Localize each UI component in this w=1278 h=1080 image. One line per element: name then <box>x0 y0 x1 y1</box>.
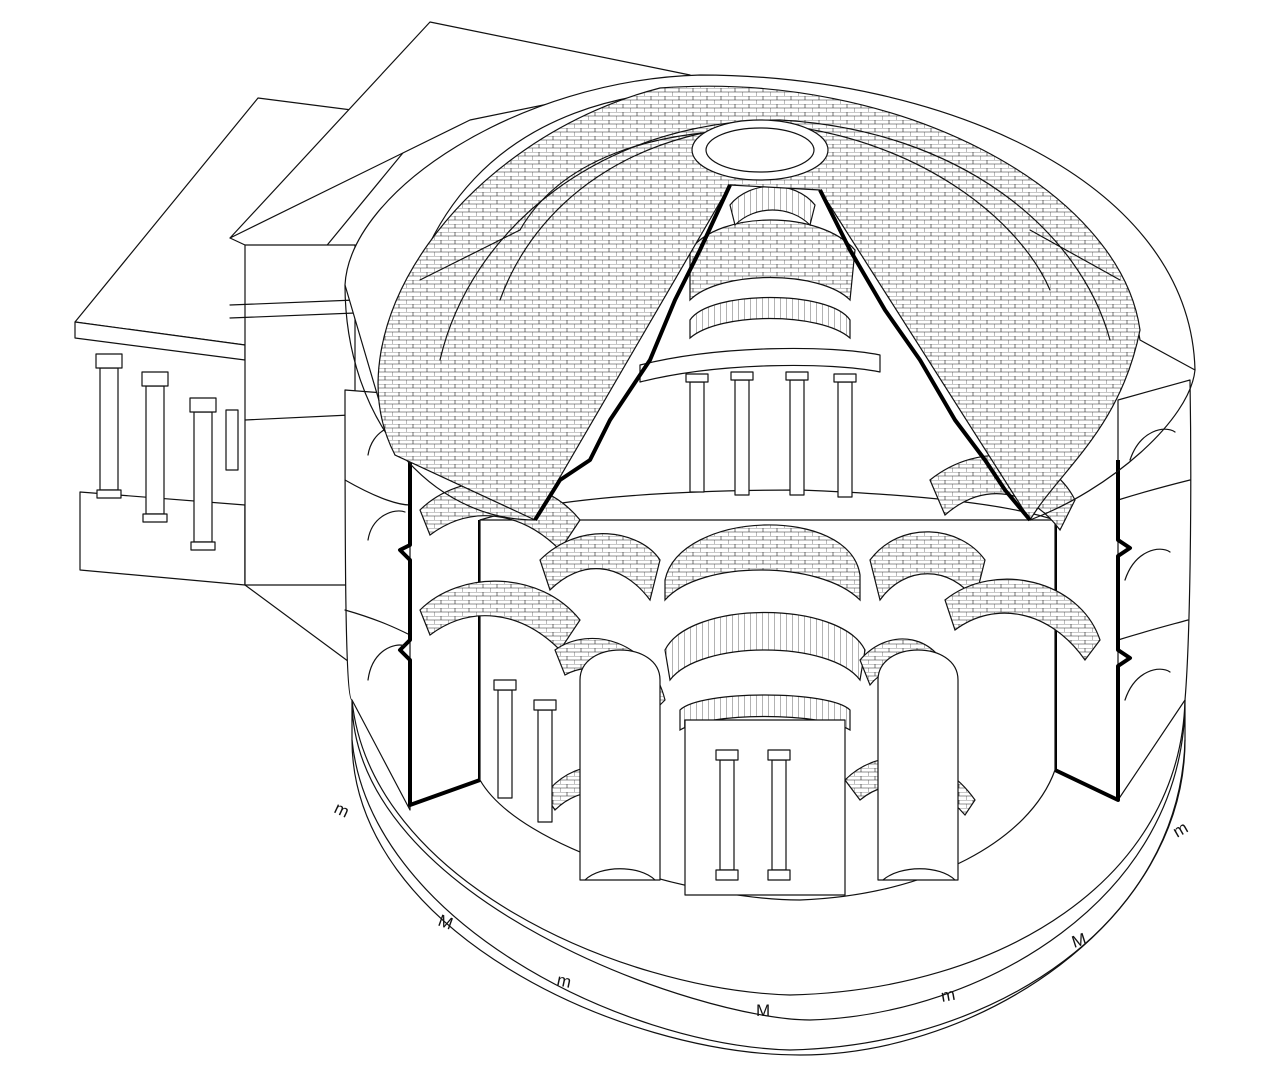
label-M: M <box>1069 929 1088 951</box>
dome <box>344 74 1196 522</box>
arch-brick <box>869 531 986 602</box>
niche-left <box>579 649 661 881</box>
interior <box>419 185 1101 901</box>
lower-columns <box>493 679 791 881</box>
niche-central <box>684 719 846 896</box>
upper-columns <box>685 371 857 498</box>
label-M: M <box>756 1001 770 1020</box>
arch-rib <box>729 185 816 227</box>
arch-brick <box>944 578 1101 662</box>
label-m: m <box>555 970 573 992</box>
portico <box>74 21 691 671</box>
rotunda-drum <box>344 379 1192 811</box>
label-m: m <box>1170 818 1192 842</box>
podium-ring <box>351 699 1186 1056</box>
arch-brick <box>419 580 581 651</box>
label-m: m <box>331 798 352 821</box>
arch-brick <box>689 219 856 302</box>
arch-brick <box>539 533 661 602</box>
label-M: M <box>436 911 456 934</box>
niche-right <box>877 649 959 881</box>
oculus <box>691 119 829 181</box>
arch-brick <box>664 524 861 602</box>
label-m: m <box>939 985 956 1006</box>
arch-rib <box>689 296 851 340</box>
portico-columns <box>95 353 239 551</box>
rotunda-labels: m M m M m M m <box>331 798 1191 1020</box>
